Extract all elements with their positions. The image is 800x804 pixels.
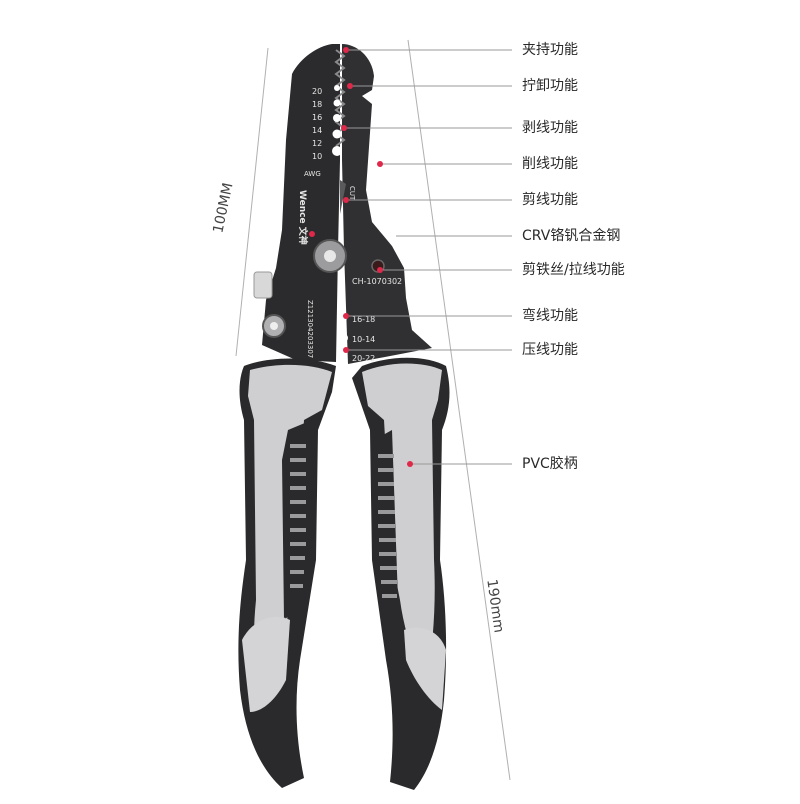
serial-marking: Z121304203307 bbox=[306, 300, 314, 358]
dimension-line-head bbox=[235, 47, 269, 357]
callout-leaders bbox=[344, 49, 512, 465]
callout-crimping: 压线功能 bbox=[522, 342, 578, 358]
left-handle bbox=[238, 358, 336, 788]
callout-cutting: 剪线功能 bbox=[522, 192, 578, 208]
awg-size-label: 18 bbox=[312, 100, 322, 109]
crimp-size-label: 10-14 bbox=[352, 335, 375, 344]
model-marking: CH-1070302 bbox=[352, 277, 402, 286]
dimension-line-total bbox=[407, 39, 511, 781]
callout-dots bbox=[309, 47, 413, 467]
pliers-head: 20 18 16 14 12 10 AWG Wence 文神 CUT CH-10… bbox=[253, 44, 432, 364]
crimp-size-label: 16-18 bbox=[352, 315, 375, 324]
callout-unscrewing: 拧卸功能 bbox=[522, 78, 578, 94]
awg-size-label: 20 bbox=[312, 87, 322, 96]
awg-size-label: 14 bbox=[312, 126, 322, 135]
callout-wire-cutting: 剪铁丝/拉线功能 bbox=[522, 262, 625, 278]
crimp-size-label: 20-22 bbox=[352, 354, 375, 363]
right-handle bbox=[352, 357, 450, 790]
callout-stripping: 剥线功能 bbox=[522, 120, 578, 136]
cut-marking: CUT bbox=[348, 186, 356, 201]
awg-size-label: 12 bbox=[312, 139, 322, 148]
callout-material: CRV铬钒合金钢 bbox=[522, 228, 621, 244]
callout-clamping: 夹持功能 bbox=[522, 42, 578, 58]
awg-size-label: 16 bbox=[312, 113, 322, 122]
callout-bending: 弯线功能 bbox=[522, 308, 578, 324]
callout-handle: PVC胶柄 bbox=[522, 456, 578, 472]
awg-label: AWG bbox=[304, 170, 321, 178]
awg-size-label: 10 bbox=[312, 152, 322, 161]
brand-marking: Wence 文神 bbox=[297, 190, 309, 245]
callout-shaving: 削线功能 bbox=[522, 156, 578, 172]
